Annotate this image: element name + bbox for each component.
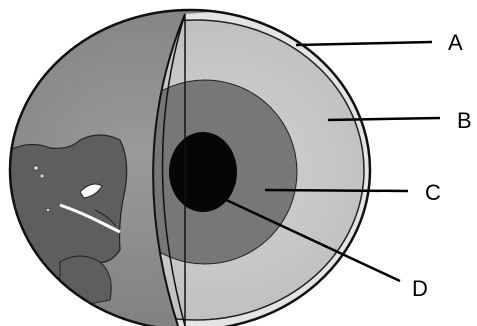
island-dot-2 <box>40 174 44 178</box>
label-d: D <box>412 276 428 301</box>
leader-line-a <box>296 42 432 45</box>
label-b: B <box>457 108 472 133</box>
label-a: A <box>448 30 463 55</box>
label-c: C <box>425 180 441 205</box>
island-dot-1 <box>34 166 38 170</box>
island-dot-3 <box>46 208 50 212</box>
leader-line-c <box>265 190 408 191</box>
continents <box>10 135 127 310</box>
